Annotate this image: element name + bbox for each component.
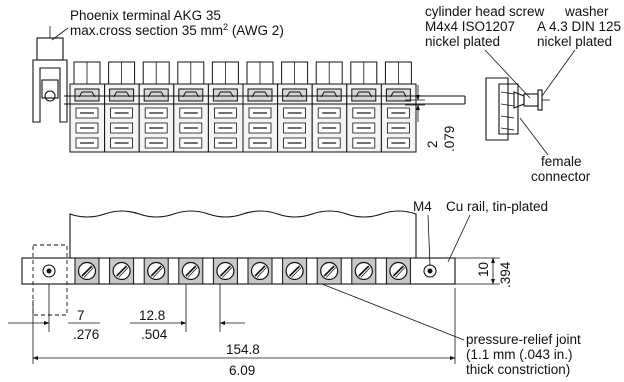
connector-side-section (485, 77, 550, 141)
screw-label-2: M4x4 ISO1207 (425, 19, 515, 34)
terminal-top (207, 61, 244, 153)
terminal-clamp (351, 88, 377, 102)
rail-screw (351, 257, 377, 285)
terminal-clamp (74, 88, 100, 102)
gap-dimension: 2 .079 (405, 85, 457, 152)
thread-label: M4 (413, 199, 432, 214)
rail-screw (212, 257, 238, 285)
length-mm-label: 154.8 (226, 342, 260, 357)
terminal-clamp (385, 88, 411, 102)
length-dimension: 154.8 6.09 (32, 288, 456, 378)
terminal-top (277, 61, 313, 153)
rail-screw (109, 257, 135, 285)
rail-screw (282, 257, 308, 285)
terminal-top (69, 61, 106, 153)
rail-screw (143, 257, 169, 285)
gap-in-label: .079 (442, 126, 457, 152)
rail-screw (74, 257, 100, 285)
terminal-clamp (178, 88, 204, 102)
cu-rail (21, 257, 456, 285)
terminal-cross-section-prefix: max.cross section 35 mm (70, 23, 223, 38)
connector-label-1: female (541, 154, 582, 169)
rail-screw (316, 257, 342, 285)
length-in-label: 6.09 (229, 363, 255, 378)
terminal-block-row (64, 61, 417, 153)
clamp-dashed-outline (32, 244, 68, 316)
terminal-title: Phoenix terminal AKG 35 (70, 8, 221, 23)
terminal-clamp (316, 88, 342, 102)
top-view (32, 26, 466, 153)
screw-label-3: nickel plated (425, 34, 500, 49)
edge-dimension: 7 .276 (8, 284, 100, 342)
screw-row (74, 257, 411, 285)
gap-mm-label: 2 (425, 140, 440, 148)
rail-screw (385, 257, 411, 285)
terminal-cross-section-sup: 2 (223, 22, 228, 32)
joint-label-3: thick constriction) (466, 362, 570, 377)
terminal-clamp (282, 88, 308, 102)
terminal-cross-section-suffix: (AWG 2) (228, 23, 284, 38)
terminal-cross-section: max.cross section 35 mm2 (AWG 2) (70, 22, 284, 38)
connector-label-2: connector (531, 169, 591, 184)
screw-label-1: cylinder head screw (425, 4, 545, 19)
height-mm-label: 10 (476, 262, 491, 277)
pitch-mm-label: 12.8 (139, 308, 165, 323)
bottom-view (21, 210, 456, 316)
terminal-top (138, 61, 175, 153)
rail-screw (178, 257, 204, 285)
terminal-clamp (212, 88, 238, 102)
terminal-clamp (247, 88, 273, 102)
terminal-clamp-profile (32, 26, 68, 123)
terminal-top (242, 61, 279, 153)
height-in-label: .394 (498, 261, 513, 288)
edge-in-label: .276 (73, 327, 99, 342)
rail-hole-left (42, 264, 56, 278)
terminal-top (104, 61, 140, 153)
housing-outline (69, 210, 417, 259)
washer-label-3: nickel plated (537, 34, 612, 49)
washer-label-2: A 4.3 DIN 125 (537, 19, 621, 34)
pitch-dimension: 12.8 .504 (130, 284, 245, 342)
terminal-clamp (109, 88, 135, 102)
rail-label: Cu rail, tin-plated (446, 199, 548, 214)
terminal-top (311, 61, 348, 153)
joint-label-2: (1.1 mm (.043 in.) (466, 347, 573, 362)
terminal-top (173, 61, 209, 153)
edge-mm-label: 7 (77, 308, 85, 323)
terminal-clamp (143, 88, 169, 102)
rail-screw (247, 257, 273, 285)
washer-label-1: washer (564, 4, 609, 19)
terminal-top (346, 61, 382, 153)
pitch-in-label: .504 (141, 327, 168, 342)
terminal-top (380, 61, 417, 153)
height-dimension: 10 .394 (455, 257, 513, 288)
joint-label-1: pressure-relief joint (466, 332, 581, 347)
